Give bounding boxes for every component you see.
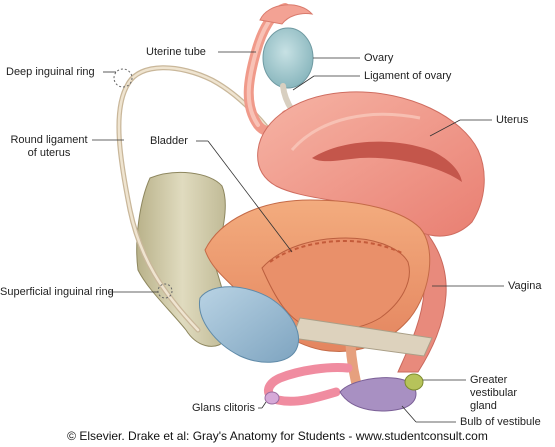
label-ligament-of-ovary: Ligament of ovary bbox=[364, 70, 452, 82]
label-greater-vestibular-gland: Greater vestibular gland bbox=[470, 374, 518, 412]
fimbriae bbox=[259, 4, 314, 25]
clitoris-body bbox=[264, 363, 353, 406]
label-bulb-of-vestibule: Bulb of vestibule bbox=[460, 416, 541, 428]
blue-tissue bbox=[199, 286, 299, 363]
superficial-ring-marker bbox=[157, 283, 173, 299]
uterine-cavity bbox=[312, 141, 462, 182]
leader-lines bbox=[92, 51, 504, 423]
label-deep-inguinal-ring: Deep inguinal ring bbox=[6, 66, 95, 78]
label-uterine-tube: Uterine tube bbox=[146, 46, 206, 58]
label-superficial-inguinal-ring: Superficial inguinal ring bbox=[0, 286, 114, 298]
label-ovary: Ovary bbox=[364, 52, 394, 64]
label-uterus: Uterus bbox=[496, 114, 529, 126]
ovary-ligament bbox=[280, 83, 295, 113]
glans-clitoris-shape bbox=[264, 391, 280, 405]
label-glans-clitoris: Glans clitoris bbox=[192, 402, 255, 414]
greater-vestibular-gland-shape bbox=[404, 373, 424, 391]
label-vagina: Vagina bbox=[508, 280, 542, 292]
bulb-of-vestibule-shape bbox=[339, 377, 417, 412]
deep-ring-marker bbox=[113, 68, 133, 88]
uterus-shape bbox=[257, 91, 485, 237]
label-round-ligament: Round ligament of uterus bbox=[10, 134, 88, 159]
copyright-credit: © Elsevier. Drake et al: Gray's Anatomy … bbox=[67, 429, 488, 443]
ovary-shape bbox=[262, 27, 314, 89]
label-bladder: Bladder bbox=[150, 135, 188, 147]
